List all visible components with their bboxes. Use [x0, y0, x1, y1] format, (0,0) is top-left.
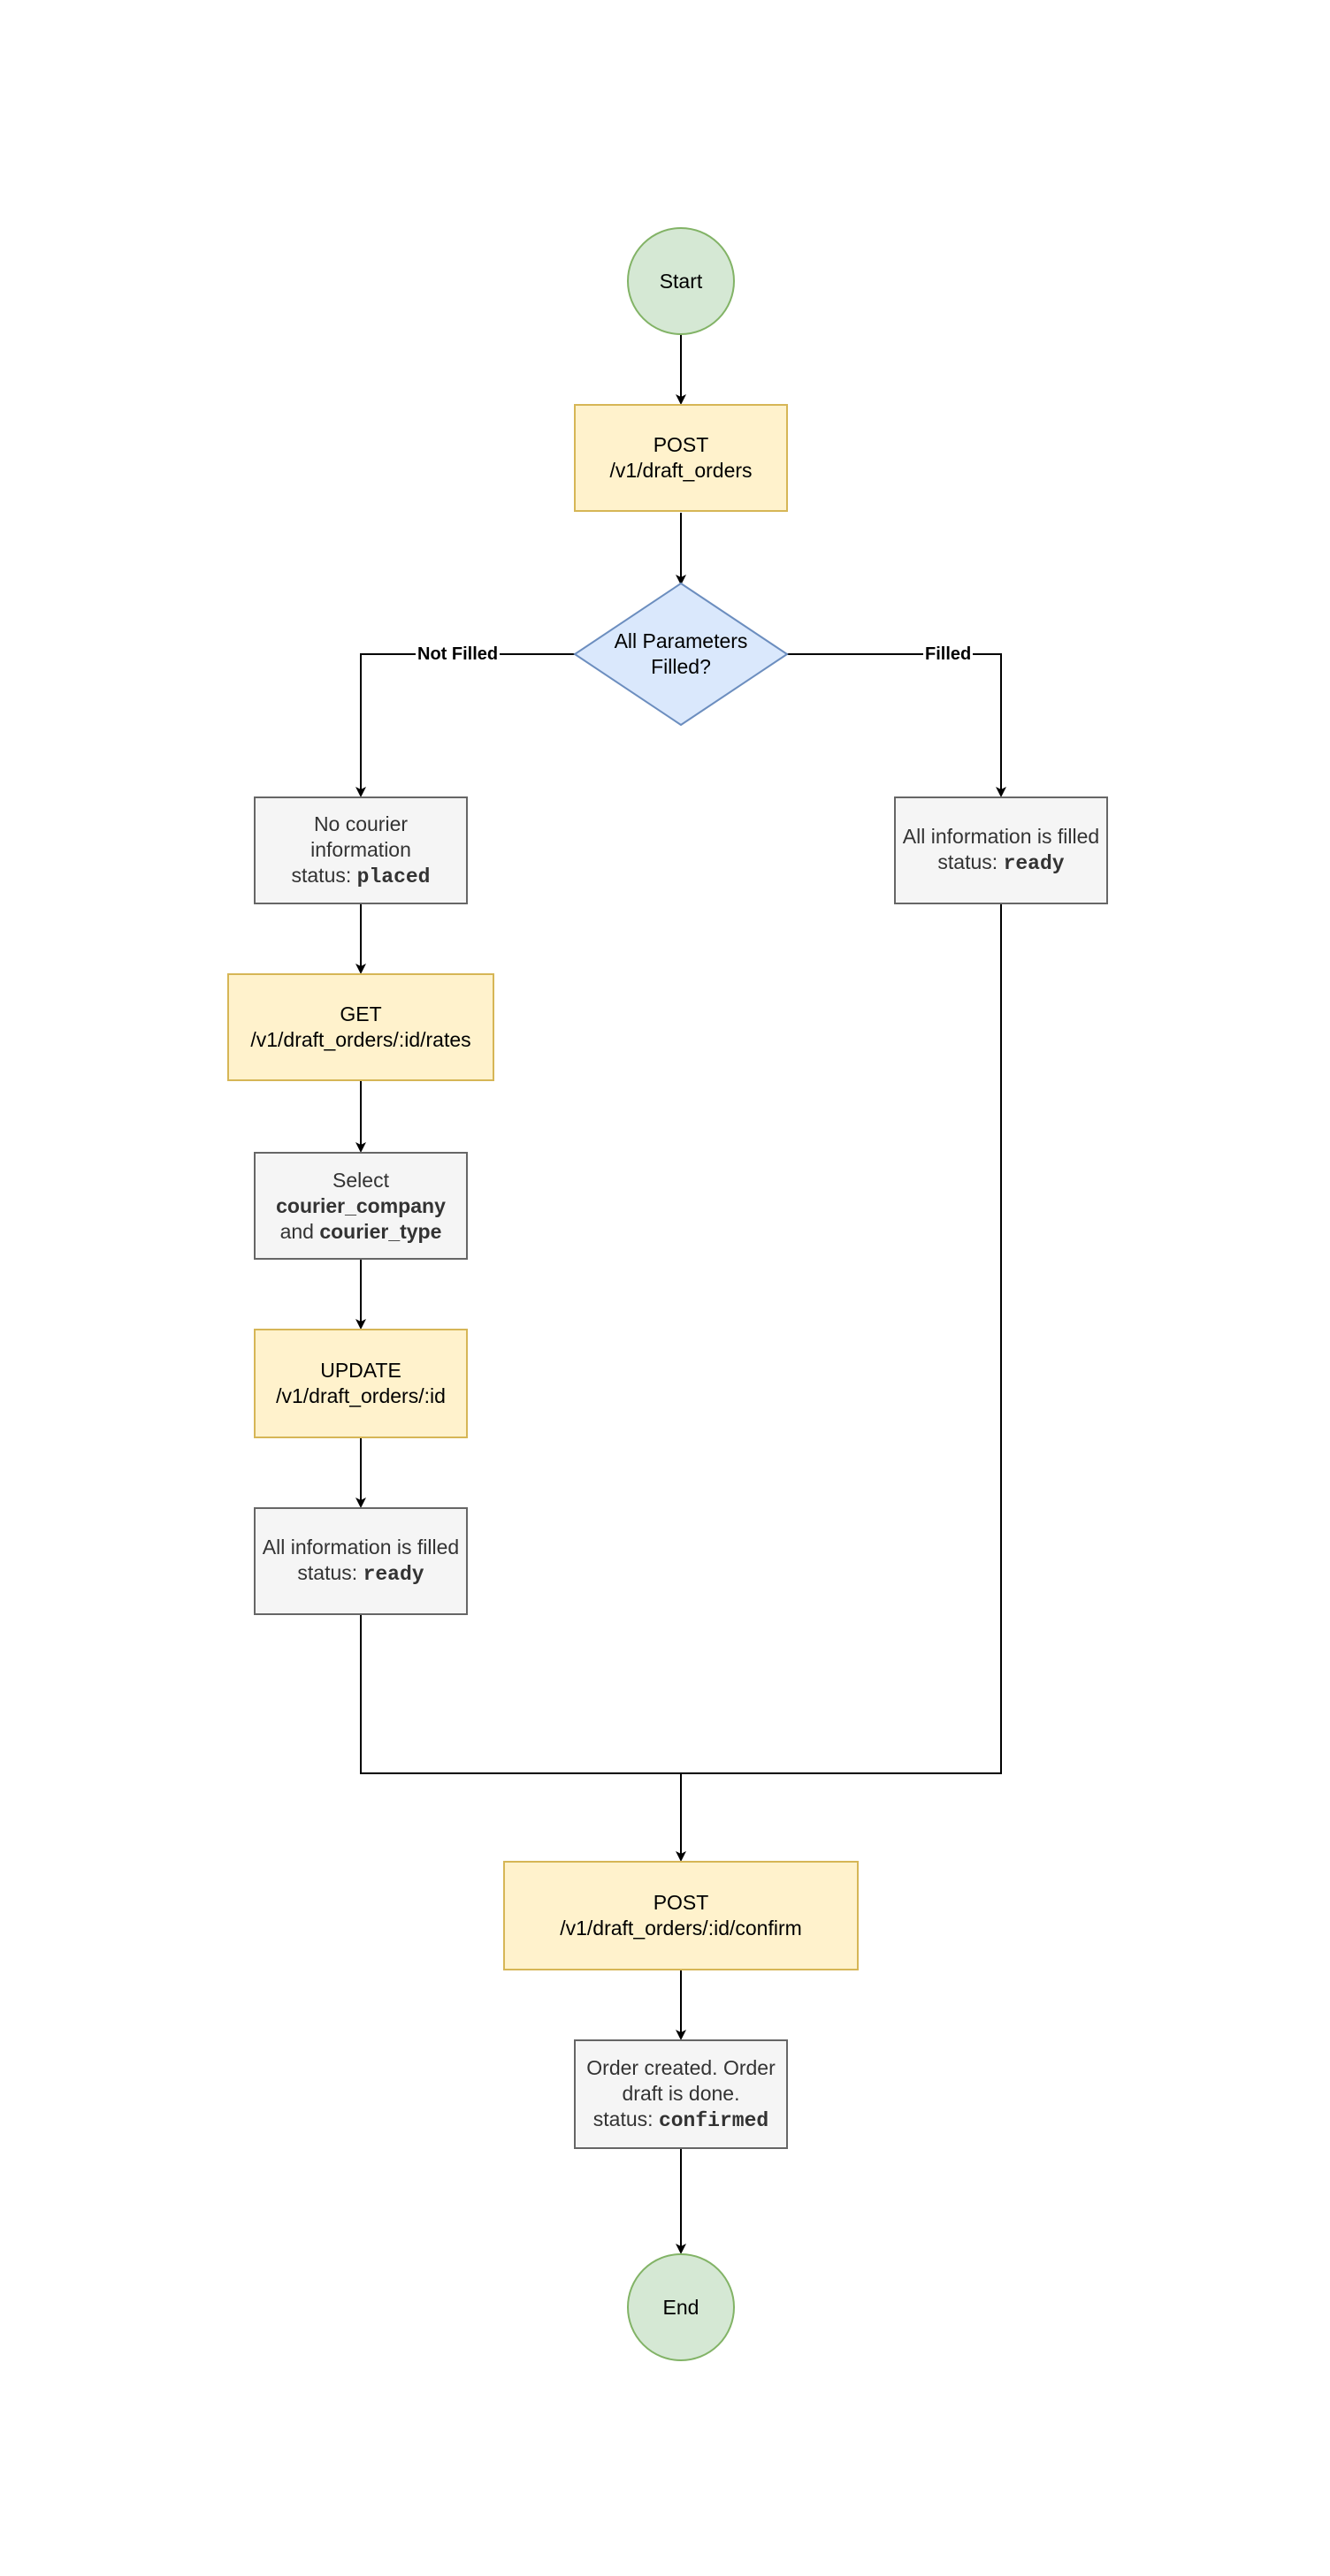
select-line-3: and courier_type: [280, 1219, 442, 1245]
update-draft-node: [254, 1329, 468, 1438]
confirm-node: [503, 1861, 859, 1970]
start-label: Start: [628, 228, 734, 334]
order-created-label: Order created. Order draft is done. stat…: [575, 2040, 787, 2148]
filled-left-status-line: status: ready: [297, 1560, 424, 1588]
created-status-line: status: confirmed: [593, 2107, 768, 2134]
edge-decision-not-filled: [355, 653, 575, 797]
filled-left-line-1: All information is filled: [262, 1536, 460, 1559]
filled-label: Filled: [923, 644, 974, 665]
filled-right-label: All information is filled status: ready: [895, 797, 1107, 903]
filled-right-line-1: All information is filled: [902, 825, 1100, 848]
decision-line-1: All Parameters: [614, 629, 748, 652]
filled-right-status-line: status: ready: [937, 850, 1064, 877]
start-node: [627, 227, 735, 335]
edge-decision-filled: [787, 653, 1006, 797]
confirm-label: POST /v1/draft_orders/:id/confirm: [504, 1862, 858, 1970]
filled-left-node: [254, 1507, 468, 1615]
no-courier-node: [254, 796, 468, 904]
no-courier-line-1: No courier: [313, 812, 409, 835]
get-method: GET: [340, 1002, 382, 1025]
end-node: [627, 2253, 735, 2361]
edge-filled-left-to-confirm: [360, 1614, 686, 1862]
decision-label: All Parameters Filled?: [575, 601, 787, 707]
not-filled-label: Not Filled: [416, 644, 501, 665]
status-value: ready: [363, 1563, 424, 1586]
confirm-method: POST: [653, 1891, 709, 1914]
update-method: UPDATE: [320, 1359, 401, 1382]
start-text: Start: [659, 269, 703, 293]
post-draft-orders-node: [574, 404, 788, 512]
end-label: End: [628, 2254, 734, 2360]
courier-company-field: courier_company: [276, 1193, 446, 1217]
select-line-1: Select: [332, 1168, 389, 1192]
filled-right-node: [894, 796, 1108, 904]
courier-type-field: courier_type: [319, 1219, 442, 1243]
end-text: End: [662, 2295, 699, 2319]
post-method: POST: [653, 433, 709, 456]
status-prefix: status:: [937, 850, 1004, 873]
get-rates-node: [227, 973, 494, 1081]
update-draft-label: UPDATE /v1/draft_orders/:id: [255, 1330, 467, 1437]
status-prefix: status:: [291, 863, 357, 887]
confirm-endpoint: /v1/draft_orders/:id/confirm: [560, 1917, 802, 1940]
status-value: placed: [356, 865, 431, 888]
edge-filled-right-to-confirm: [681, 903, 1002, 1774]
no-courier-status-line: status: placed: [292, 863, 431, 890]
post-endpoint: /v1/draft_orders: [609, 459, 753, 482]
and-connector: and: [279, 1219, 320, 1243]
no-courier-label: No courier information status: placed: [255, 797, 467, 903]
get-endpoint: /v1/draft_orders/:id/rates: [250, 1028, 471, 1051]
status-prefix: status:: [297, 1561, 363, 1584]
status-prefix: status:: [592, 2107, 659, 2130]
select-courier-label: Select courier_company and courier_type: [255, 1153, 467, 1259]
no-courier-line-2: information: [310, 837, 411, 861]
created-line-2: draft is done.: [622, 2081, 740, 2105]
status-value: ready: [1003, 852, 1065, 875]
select-courier-node: [254, 1152, 468, 1260]
created-line-1: Order created. Order: [586, 2055, 776, 2079]
order-created-node: [574, 2039, 788, 2149]
filled-left-label: All information is filled status: ready: [255, 1508, 467, 1614]
decision-line-2: Filled?: [651, 655, 711, 678]
get-rates-label: GET /v1/draft_orders/:id/rates: [228, 974, 493, 1080]
status-value: confirmed: [658, 2108, 769, 2132]
update-endpoint: /v1/draft_orders/:id: [276, 1384, 446, 1407]
decision-node: [573, 582, 789, 727]
post-draft-orders-label: POST /v1/draft_orders: [575, 405, 787, 511]
